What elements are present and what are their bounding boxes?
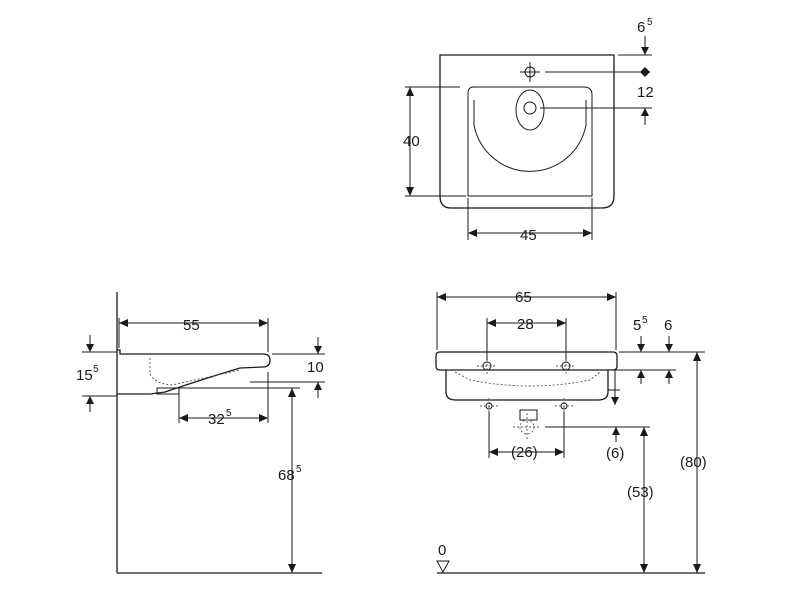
bowl-outline-top	[467, 86, 593, 197]
dim-front-holes: 28	[517, 316, 534, 333]
bracket-marker-right	[555, 398, 573, 414]
basin-body-front	[445, 370, 609, 401]
dim-side-height-15-sup: 5	[93, 364, 99, 375]
floor-zero-label: 0	[438, 542, 446, 559]
side-view: 55 15 5 10 32 5 68 5	[76, 292, 325, 574]
dim-side-height-15: 15	[76, 367, 93, 384]
dim-side-height-68: 68	[278, 467, 295, 484]
waste-marker	[513, 413, 541, 441]
front-view: 0 65	[435, 289, 707, 574]
basin-rim-front	[435, 351, 618, 371]
dim-side-waste: 32	[208, 411, 225, 428]
bowl-basin-arc	[473, 100, 587, 172]
dim-front-bracket-spacing: (26)	[511, 444, 538, 461]
basin-outline-top	[439, 54, 615, 209]
dim-side-depth: 55	[183, 317, 200, 334]
dim-front-height-80: (80)	[680, 454, 707, 471]
hole-marker-right-top	[556, 356, 576, 376]
dim-top-width: 45	[520, 227, 537, 244]
dim-side-waste-sup: 5	[226, 408, 232, 419]
top-view: 6 5 12 40 45	[403, 17, 654, 244]
drain-hole	[523, 101, 537, 115]
dim-front-rim-5-sup: 5	[642, 315, 648, 326]
waste-outlet-side	[156, 387, 180, 395]
dim-side-height-68-sup: 5	[296, 464, 302, 475]
dim-top-depth: 40	[403, 133, 420, 150]
dim-top-overhang-sup: 5	[647, 17, 653, 28]
dim-front-width: 65	[515, 289, 532, 306]
basin-inner-side	[149, 358, 241, 386]
basin-profile-side	[117, 349, 271, 395]
dim-top-tap: 12	[637, 84, 654, 101]
waste-outlet-front	[519, 409, 538, 421]
dim-front-rim-6: 6	[664, 317, 672, 334]
dim-top-overhang: 6	[637, 19, 645, 36]
dim-side-bowl: 10	[307, 359, 324, 376]
dim-front-rim-5: 5	[633, 317, 641, 334]
overflow-slot	[515, 89, 545, 131]
dim-front-height-53: (53)	[627, 484, 654, 501]
hole-marker-left-top	[477, 356, 497, 376]
floor-marker	[436, 560, 450, 574]
dim-front-bracket-6: (6)	[606, 445, 624, 462]
bracket-marker-left	[480, 398, 498, 414]
